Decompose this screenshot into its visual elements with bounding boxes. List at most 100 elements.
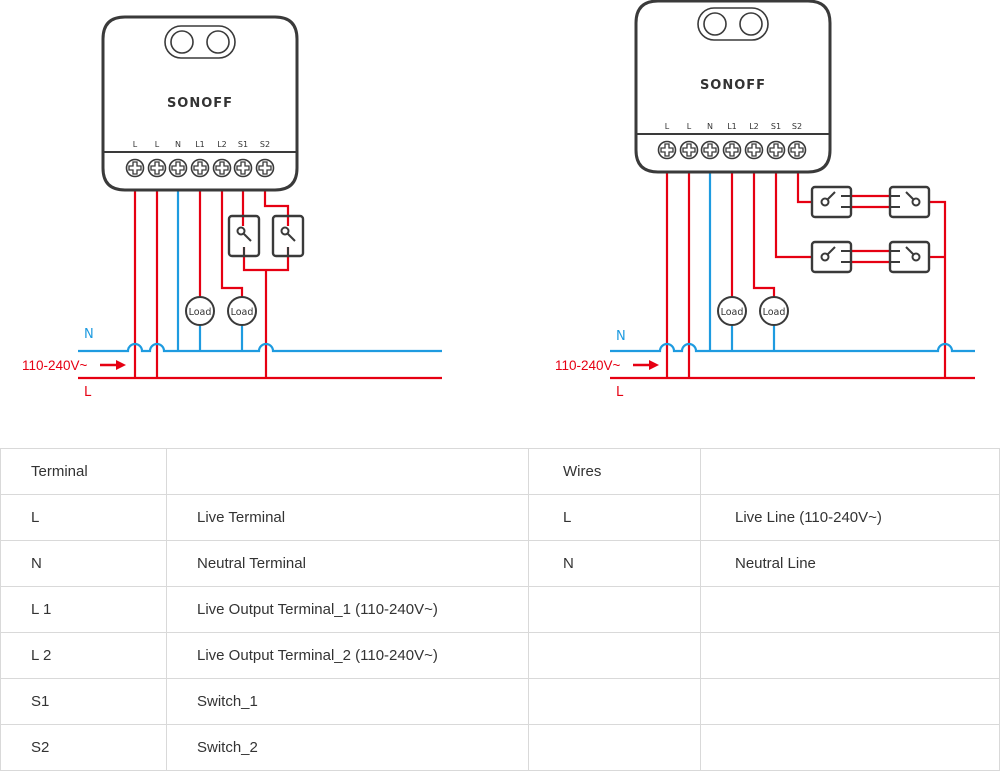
load-label: Load [189,307,212,318]
table-cell [528,632,701,679]
table-cell: L 1 [0,586,167,633]
table-cell: L [528,494,701,541]
diagram-two-way-switch: SONOFF L L N L1 L2 S1 S2 [555,0,975,400]
terminal-label: S1 [771,122,781,131]
terminal-label: N [707,122,713,131]
two-way-switch-2a [810,240,853,274]
two-way-switch-1b [888,185,931,219]
switch-2 [271,214,305,258]
voltage-label: 110-240V~ [22,358,88,373]
wire-S2 [796,160,812,204]
led-icon [739,12,763,36]
neutral-label: N [616,329,626,344]
terminal-screw-icon [700,140,720,160]
terminal-screw-icon [766,140,786,160]
neutral-line [78,342,442,353]
load-label: Load [763,307,786,318]
neutral-line [610,342,975,353]
table-cell [700,678,1000,725]
diagram-single-switch: SONOFF L L N L1 L2 S1 S2 [22,15,442,400]
table-header-row: Terminal Wires [0,448,1000,495]
terminal-label: L [665,122,670,131]
travellers-top [851,194,890,209]
terminal-screw-icon [147,158,167,178]
terminal-label: L [133,140,138,149]
terminal-screw-icon [787,140,807,160]
terminal-label: L2 [749,122,759,131]
wire-L2-output [752,160,776,297]
terminal-label: L1 [727,122,737,131]
led-icon [206,30,230,54]
terminal-labels: L L N L1 L2 S1 S2 [665,122,802,131]
voltage-label: 110-240V~ [555,358,621,373]
terminal-labels: L L N L1 L2 S1 S2 [133,140,270,149]
two-way-switch-2b [888,240,931,274]
switch-1 [227,214,261,258]
terminal-label: L1 [195,140,205,149]
table-cell: Neutral Line [700,540,1000,587]
load-1: Load [185,296,215,326]
live-wires [610,160,975,380]
header-cell: Wires [528,448,701,495]
table-cell: S2 [0,724,167,771]
terminal-screw-icon [125,158,145,178]
terminal-label: N [175,140,181,149]
table-cell: L [0,494,167,541]
table-cell [528,678,701,725]
terminal-screw-icon [657,140,677,160]
neutral-wires [78,178,442,353]
table-cell: Switch_1 [166,678,529,725]
header-cell [700,448,1000,495]
terminal-label: S2 [792,122,802,131]
table-cell: Neutral Terminal [166,540,529,587]
load-label: Load [721,307,744,318]
terminal-screw-icon [190,158,210,178]
travellers-bottom [851,249,890,264]
neutral-wires [610,160,975,353]
wire-switch-common [242,247,290,272]
button-icon [170,30,194,54]
terminal-screws [657,140,807,160]
two-way-switch-1a [810,185,853,219]
table-cell: Live Output Terminal_1 (110-240V~) [166,586,529,633]
load-label: Load [231,307,254,318]
table-cell [528,724,701,771]
wire-return [929,200,947,378]
terminal-screw-icon [212,158,232,178]
wiring-diagrams: SONOFF L L N L1 L2 S1 S2 [22,0,975,400]
neutral-label: N [84,327,94,342]
table-cell: Live Terminal [166,494,529,541]
table-cell: S1 [0,678,167,725]
terminal-screw-icon [168,158,188,178]
terminal-label: L2 [217,140,227,149]
table-cell [528,586,701,633]
brand-logo: SONOFF [700,78,766,93]
table-cell: Live Line (110-240V~) [700,494,1000,541]
button-icon [703,12,727,36]
header-cell [166,448,529,495]
terminal-screw-icon [744,140,764,160]
arrow-icon [633,360,659,370]
table-cell [700,586,1000,633]
terminal-screw-icon [679,140,699,160]
terminal-screws [125,158,275,178]
terminal-label: L [687,122,692,131]
table-cell: N [0,540,167,587]
load-2: Load [759,296,789,326]
live-label: L [84,385,92,400]
wire-S1 [774,160,812,259]
terminal-label: S2 [260,140,270,149]
table-cell: N [528,540,701,587]
table-cell [700,632,1000,679]
table-cell: L 2 [0,632,167,679]
brand-logo: SONOFF [167,96,233,111]
live-wires [78,178,442,380]
load-1: Load [717,296,747,326]
table-cell [700,724,1000,771]
